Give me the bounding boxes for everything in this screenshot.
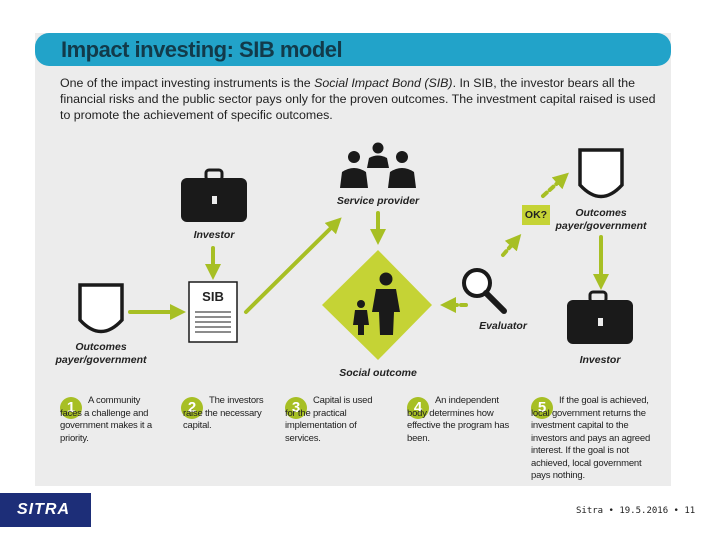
social-outcome-label: Social outcome [339,367,417,379]
ok-box [522,205,550,225]
step-5-text: If the goal is achieved, local governmen… [531,395,651,481]
step-3-text: Capital is used for the practical implem… [285,395,373,444]
flow-arrows [128,172,609,320]
shield-icon-right [578,148,624,199]
investor-label-left: Investor [193,229,235,241]
outcomes-label-right: Outcomes payer/government [555,207,647,232]
sib-document-icon [188,281,238,343]
arrow-evaluator-to-ok [501,233,522,257]
page-title: Impact investing: SIB model [61,37,343,62]
sib-label: SIB [202,289,224,304]
intro-italic: Social Impact Bond (SIB) [314,76,453,90]
step-4-text: An independent body determines how effec… [407,395,510,444]
content-panel [35,33,671,486]
ok-label: OK? [524,209,548,221]
step-2-text: The investors raise the necessary capita… [183,395,264,431]
step-4-number: 4 [407,397,429,419]
briefcase-icon-left [181,168,247,222]
logo-text: SITRA [17,501,70,518]
social-outcome-people-icon [353,272,400,335]
footer-text: Sitra • 19.5.2016 • 11 [576,506,696,516]
step-1-number: 1 [60,397,82,419]
intro-text-1: One of the impact investing instruments … [60,76,315,90]
service-provider-label: Service provider [336,195,420,207]
step-3-number: 3 [285,397,307,419]
step-5-number: 5 [531,397,553,419]
service-provider-icon [340,142,416,188]
intro-text-2: . In SIB, the investor bears all the fin… [60,76,656,122]
intro-paragraph: One of the impact investing instruments … [60,75,660,123]
briefcase-icon-right [567,290,633,344]
title-banner [35,33,671,66]
outcomes-label-left: Outcomes payer/government [55,341,147,366]
arrow-ok-to-payer [541,172,569,198]
investor-label-right: Investor [579,354,621,366]
step-2-number: 2 [181,397,203,419]
magnifier-icon [462,268,507,314]
arrow-sib-to-provider [244,217,342,314]
step-1-text: A community faces a challenge and govern… [60,395,152,444]
shield-icon-left [78,283,124,334]
evaluator-label: Evaluator [479,320,527,332]
sitra-logo: SITRA [0,493,91,527]
